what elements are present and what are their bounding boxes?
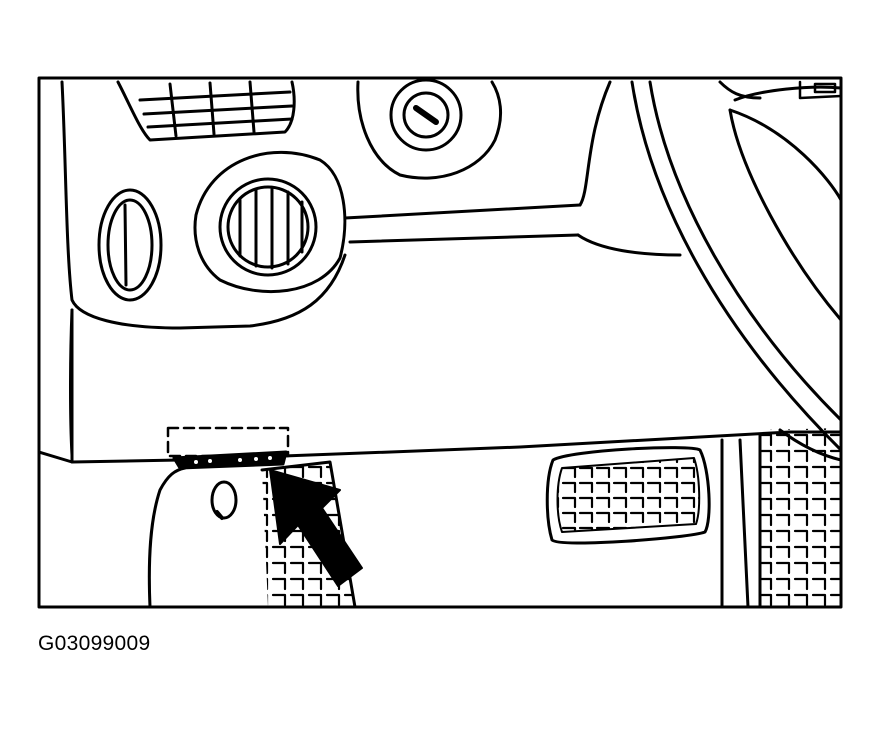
air-vent — [116, 80, 296, 142]
left-oval-knob — [97, 188, 163, 302]
rotary-control-knob — [193, 151, 347, 294]
console-channel-right — [578, 80, 612, 207]
console-channel-right-lower — [576, 233, 682, 257]
steering-wheel — [630, 80, 841, 462]
pointer-arrow-icon — [269, 469, 363, 587]
console-channel-line-lower — [348, 233, 580, 244]
footwell-left-panel — [147, 466, 187, 607]
ignition-switch — [356, 78, 503, 180]
dash-upper-panel — [60, 80, 347, 330]
diagnostic-connector — [166, 426, 290, 470]
figure-code: G03099009 — [38, 632, 151, 655]
figure-frame — [37, 76, 843, 609]
connector-body — [172, 450, 288, 470]
console-channel-line — [343, 203, 582, 220]
brake-pedal — [545, 446, 711, 545]
